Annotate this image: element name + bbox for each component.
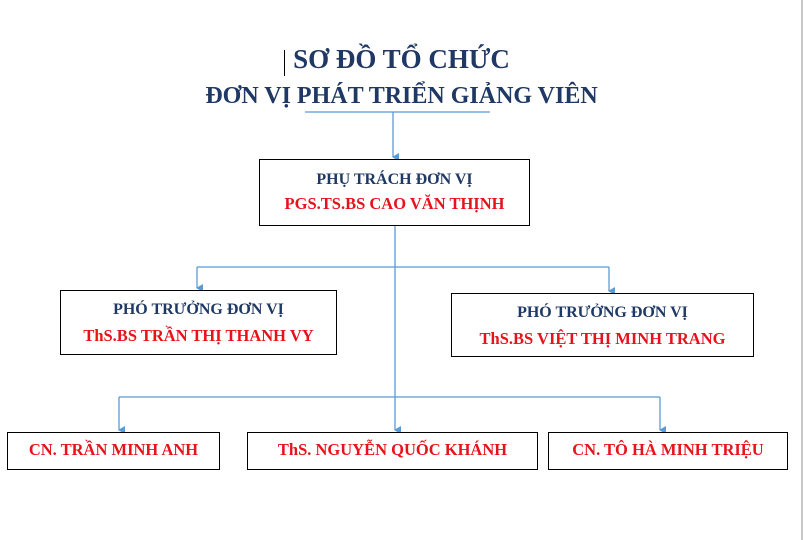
staff-name: CN. TÔ HÀ MINH TRIỆU bbox=[572, 440, 764, 459]
page-edge bbox=[801, 0, 803, 540]
staff-name: CN. TRẦN MINH ANH bbox=[28, 440, 199, 459]
deputy-box-right: PHÓ TRƯỞNG ĐƠN VỊ ThS.BS VIỆT THỊ MINH T… bbox=[451, 293, 754, 357]
deputy-role: PHÓ TRƯỞNG ĐƠN VỊ bbox=[517, 304, 688, 321]
deputy-role: PHÓ TRƯỞNG ĐƠN VỊ bbox=[113, 301, 284, 318]
chart-subtitle: ĐƠN VỊ PHÁT TRIỂN GIẢNG VIÊN bbox=[205, 83, 598, 109]
chart-title: SƠ ĐỒ TỔ CHỨC bbox=[293, 44, 510, 74]
deputy-name: ThS.BS TRẦN THỊ THANH VY bbox=[83, 326, 314, 345]
staff-box-center: ThS. NGUYỄN QUỐC KHÁNH bbox=[247, 432, 538, 470]
deputy-name: ThS.BS VIỆT THỊ MINH TRANG bbox=[479, 329, 726, 348]
staff-name: ThS. NGUYỄN QUỐC KHÁNH bbox=[277, 440, 508, 459]
deputy-box-left: PHÓ TRƯỞNG ĐƠN VỊ ThS.BS TRẦN THỊ THANH … bbox=[60, 290, 337, 355]
text-cursor bbox=[284, 50, 285, 76]
leader-box: PHỤ TRÁCH ĐƠN VỊ PGS.TS.BS CAO VĂN THỊNH bbox=[259, 159, 530, 226]
staff-box-left: CN. TRẦN MINH ANH bbox=[7, 432, 220, 470]
leader-role: PHỤ TRÁCH ĐƠN VỊ bbox=[316, 171, 473, 188]
staff-box-right: CN. TÔ HÀ MINH TRIỆU bbox=[548, 432, 788, 470]
leader-name: PGS.TS.BS CAO VĂN THỊNH bbox=[284, 194, 505, 213]
